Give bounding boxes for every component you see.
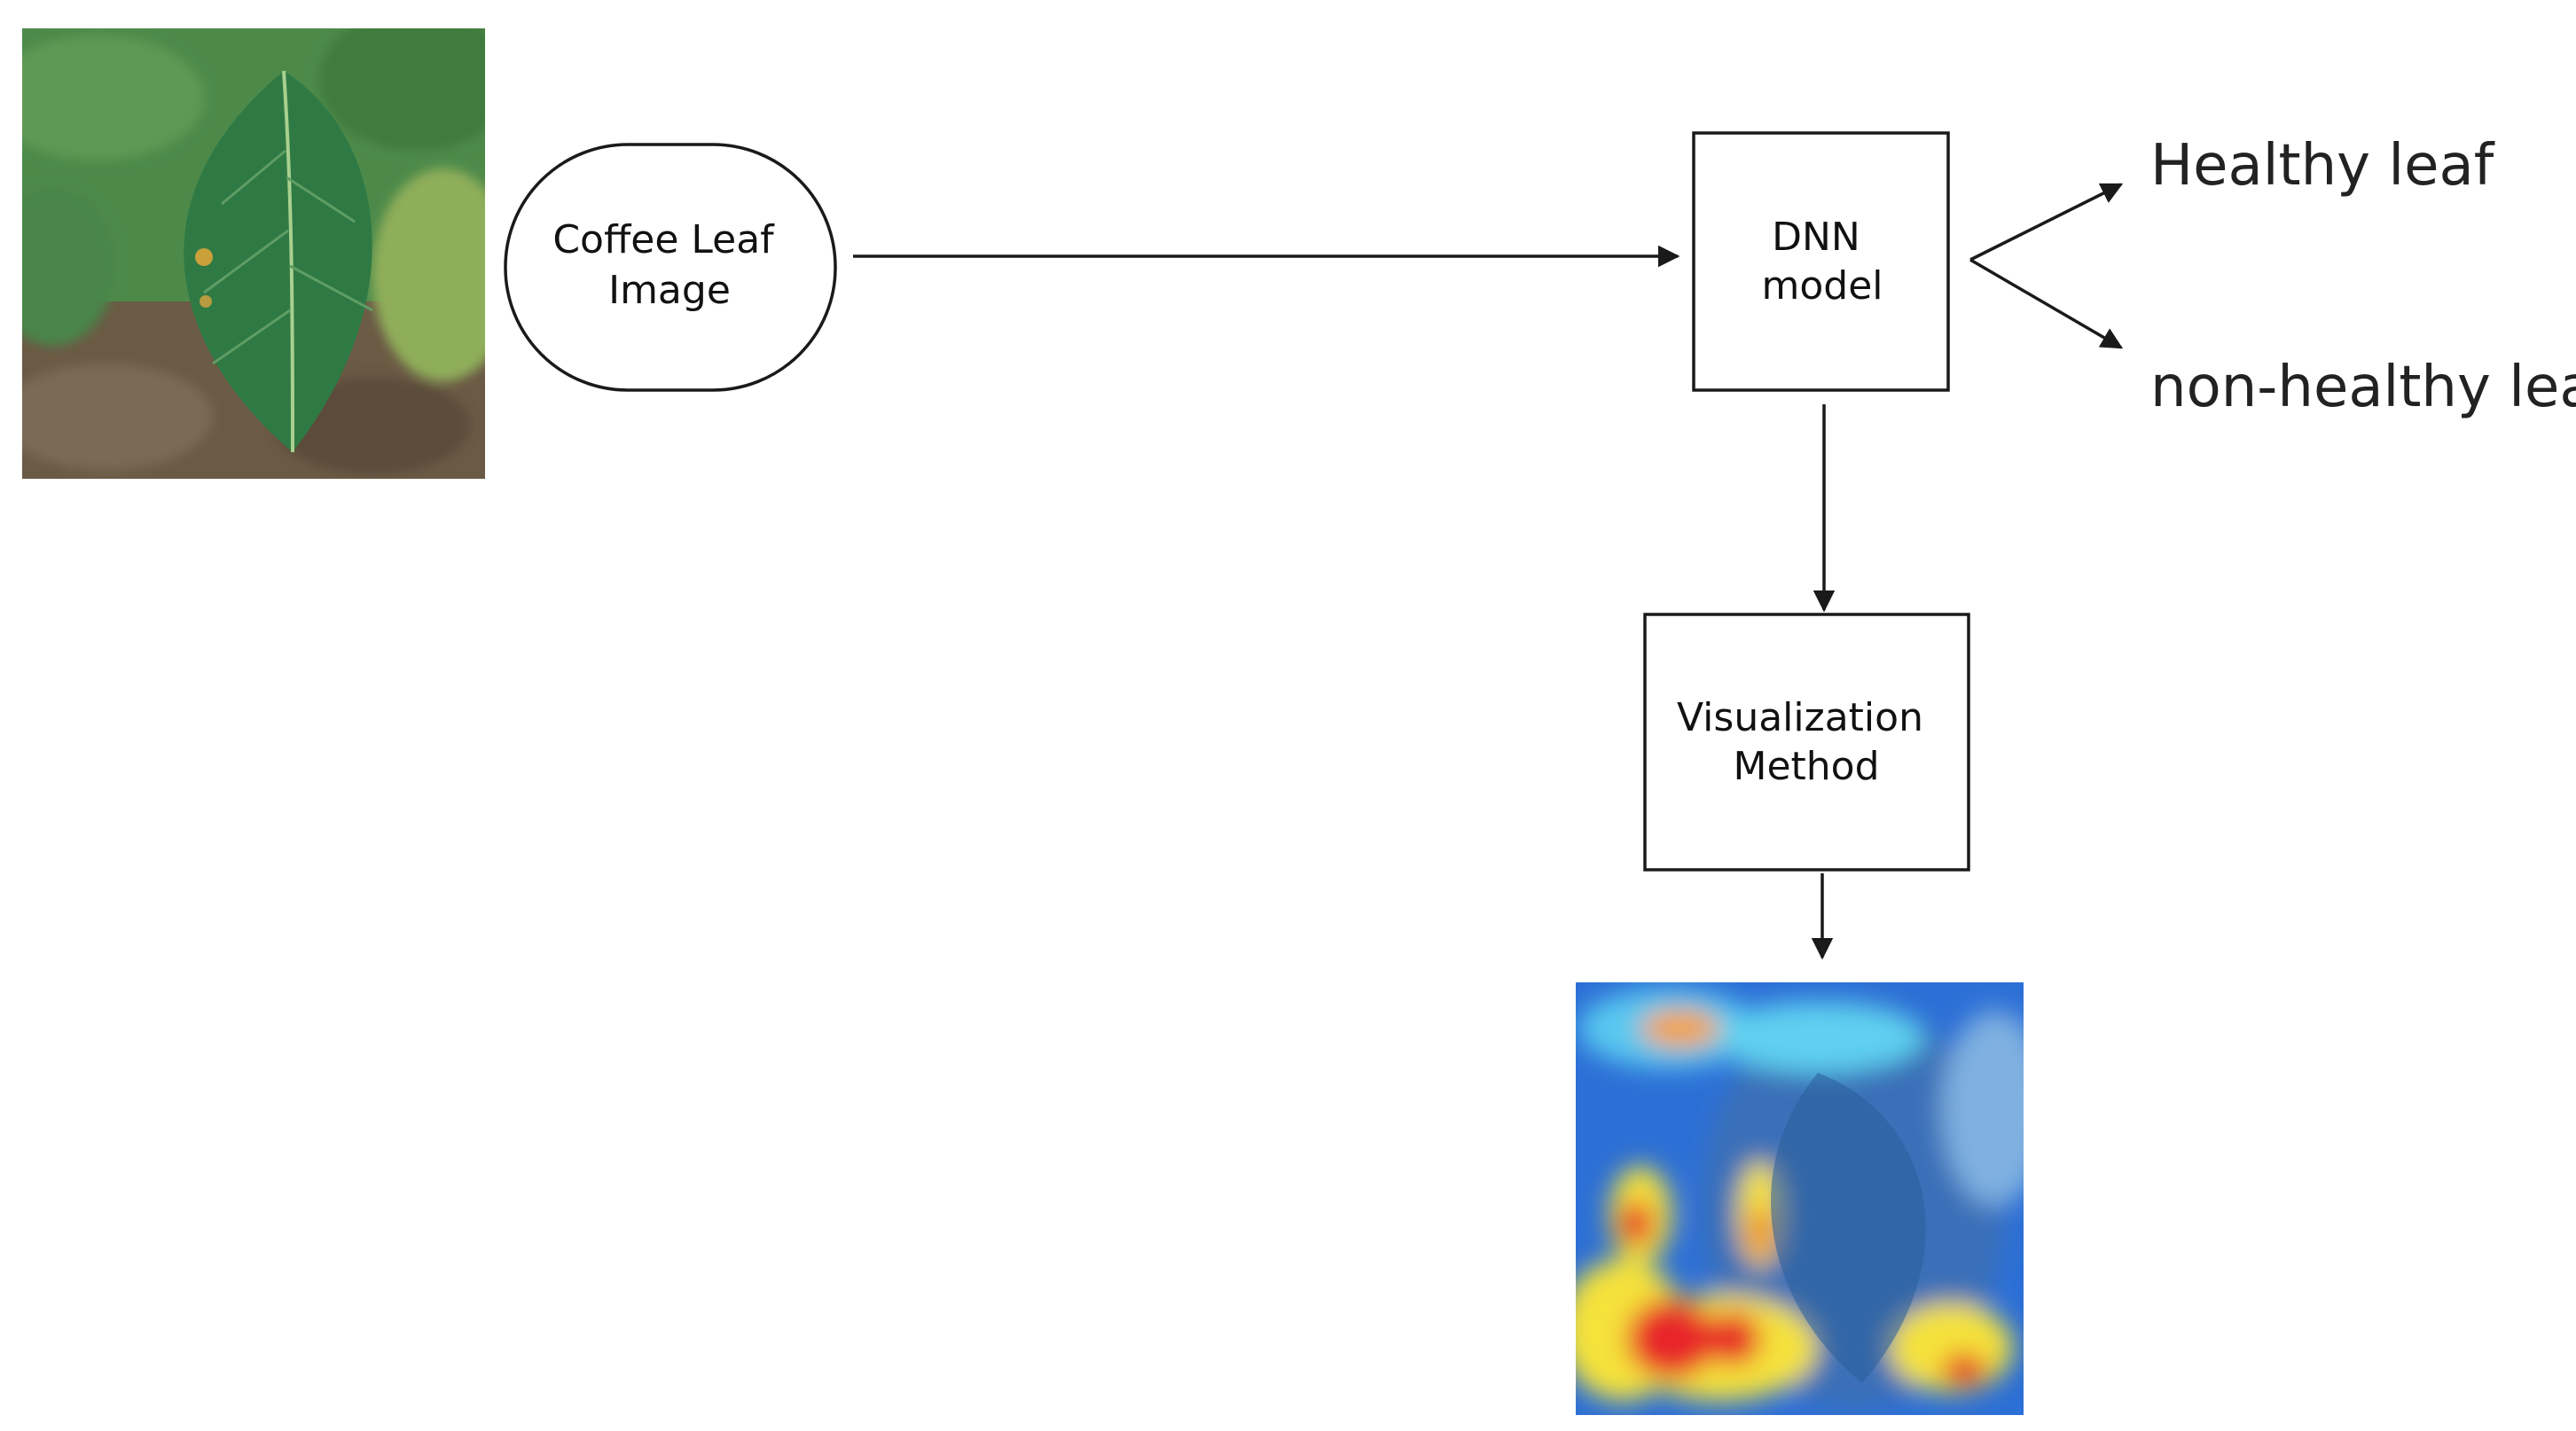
dnn-model-node: DNN model [1692, 131, 1950, 392]
coffee-leaf-image-node: Coffee Leaf Image [504, 143, 837, 392]
visualization-box-shape [1643, 613, 1970, 872]
visualization-method-node: Visualization Method [1643, 613, 1970, 872]
output-non-healthy-leaf: non-healthy leaf [2150, 355, 2576, 420]
model-box-shape [1692, 131, 1950, 392]
svg-text:Coffee Leaf Image: Coffee Leaf Image [552, 217, 786, 313]
model-label-line1: DNN [1772, 215, 1860, 260]
visualization-label-line1: Visualization [1677, 695, 1923, 740]
svg-text:Visualization Method: Visualization Method [1677, 695, 1936, 789]
output-healthy-leaf: Healthy leaf [2150, 133, 2495, 199]
arrow-to-non-healthy [1969, 258, 2124, 349]
visualization-label-line2: Method [1733, 744, 1879, 789]
arrow-to-healthy [1969, 183, 2124, 262]
model-label-line2: model [1761, 263, 1883, 309]
input-terminal-shape [504, 143, 837, 392]
input-label-line1: Coffee Leaf [552, 217, 775, 262]
svg-text:DNN model: DNN model [1761, 215, 1883, 309]
coffee-leaf-photo [22, 28, 485, 479]
attention-heatmap-image [1576, 982, 2024, 1415]
input-label-line2: Image [608, 268, 731, 313]
